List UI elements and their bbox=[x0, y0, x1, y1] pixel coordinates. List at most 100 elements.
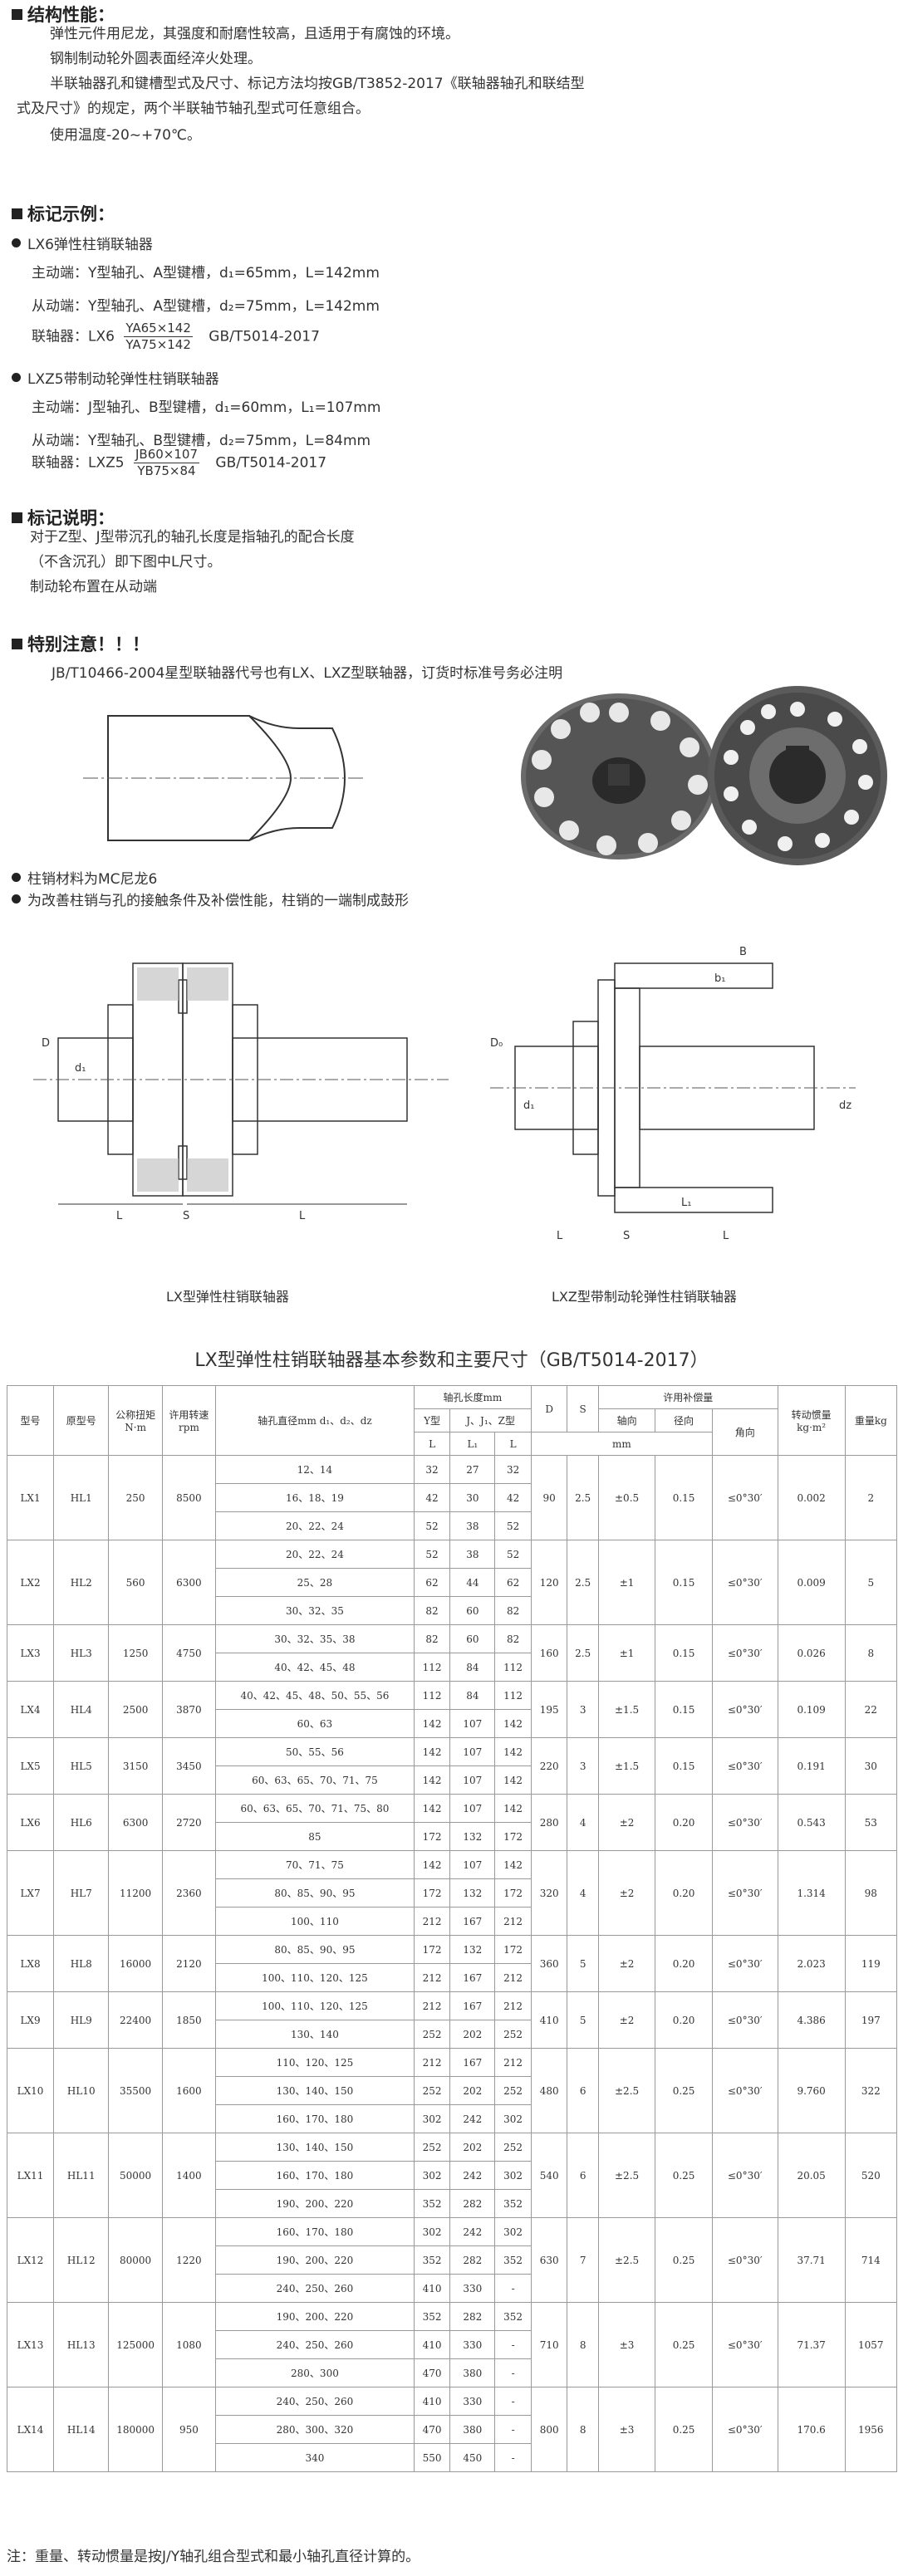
cell-L1: 107 bbox=[449, 1737, 496, 1766]
cell-L-z: 302 bbox=[494, 2161, 532, 2190]
cell-L: 82 bbox=[413, 1624, 451, 1653]
cell-inertia: 0.002 bbox=[777, 1455, 846, 1540]
cell-axial: ±3 bbox=[597, 2302, 656, 2387]
cell-L-z: 252 bbox=[494, 2076, 532, 2105]
attention-text: JB/T10466-2004星型联轴器代号也有LX、LXZ型联轴器，订货时标准号… bbox=[52, 665, 563, 682]
lxz-coupling-photo bbox=[708, 686, 887, 865]
cell-model: LX14 bbox=[6, 2387, 55, 2472]
cell-old-model: HL6 bbox=[53, 1794, 110, 1851]
cell-L: 352 bbox=[413, 2189, 451, 2218]
cell-model: LX1 bbox=[6, 1455, 55, 1540]
example-bullet-lxz5: LXZ5带制动轮弹性柱销联轴器 bbox=[12, 367, 219, 388]
cell-speed: 2720 bbox=[161, 1794, 217, 1851]
cell-inertia: 170.6 bbox=[777, 2387, 846, 2472]
cell-L: 212 bbox=[413, 1907, 451, 1936]
cell-L1: 107 bbox=[449, 1850, 496, 1879]
cell-L1: 38 bbox=[449, 1540, 496, 1569]
cell-model: LX12 bbox=[6, 2217, 55, 2303]
drawing-label-L-right: L bbox=[299, 1210, 306, 1222]
cell-L-z: 112 bbox=[494, 1653, 532, 1682]
cell-speed: 950 bbox=[161, 2387, 217, 2472]
cell-model: LX6 bbox=[6, 1794, 55, 1851]
th-jjz-type: J、J₁、Z型 bbox=[449, 1408, 532, 1432]
cell-angle: ≤0°30′ bbox=[711, 1850, 778, 1936]
marking-notes-text: 对于Z型、J型带沉孔的轴孔长度是指轴孔的配合长度 （不含沉孔）即下图中L尺寸。 … bbox=[30, 529, 355, 595]
drawing-label-D: D bbox=[42, 1037, 50, 1050]
cell-L: 82 bbox=[413, 1596, 451, 1625]
cell-L: 252 bbox=[413, 2076, 451, 2105]
cell-L-z: 82 bbox=[494, 1624, 532, 1653]
cell-L1: 450 bbox=[449, 2443, 496, 2472]
th-allow: 许用补偿量 bbox=[597, 1385, 778, 1409]
cell-S: 8 bbox=[567, 2387, 599, 2472]
cell-diameter: 160、170、180 bbox=[215, 2104, 415, 2133]
cell-L-z: 212 bbox=[494, 2048, 532, 2077]
cell-D: 220 bbox=[530, 1737, 568, 1795]
cell-L-z: 52 bbox=[494, 1511, 532, 1540]
cell-angle: ≤0°30′ bbox=[711, 1794, 778, 1851]
cell-weight: 53 bbox=[844, 1794, 898, 1851]
cell-radial: 0.25 bbox=[655, 2387, 713, 2472]
fraction: JB60×107 YB75×84 bbox=[134, 447, 199, 478]
cell-L: 410 bbox=[413, 2274, 451, 2303]
cell-axial: ±1 bbox=[597, 1624, 656, 1682]
example-lxz5-coupling: 联轴器：LXZ5 JB60×107 YB75×84 GB/T5014-2017 bbox=[32, 447, 327, 478]
drawing-label-dz: dz bbox=[839, 1099, 851, 1112]
cell-L-z: 302 bbox=[494, 2104, 532, 2133]
cell-weight: 1057 bbox=[844, 2302, 898, 2387]
cell-diameter: 240、250、260 bbox=[215, 2330, 415, 2359]
cell-L1: 242 bbox=[449, 2217, 496, 2246]
cell-L: 142 bbox=[413, 1794, 451, 1823]
example-lx6-driver: 主动端：Y型轴孔、A型键槽，d₁=65mm，L=142mm bbox=[32, 265, 380, 282]
cell-L: 112 bbox=[413, 1681, 451, 1710]
lx-coupling-photo bbox=[521, 693, 717, 859]
th-diameter: 轴孔直径mm d₁、d₂、dz bbox=[215, 1385, 415, 1456]
cell-diameter: 40、42、45、48 bbox=[215, 1653, 415, 1682]
cell-L: 142 bbox=[413, 1765, 451, 1795]
cell-L1: 107 bbox=[449, 1765, 496, 1795]
cell-L-z: 142 bbox=[494, 1794, 532, 1823]
cell-axial: ±2.5 bbox=[597, 2133, 656, 2218]
cell-L: 172 bbox=[413, 1878, 451, 1908]
section-attention-title: 特别注意！！！ bbox=[12, 631, 150, 656]
cell-L-z: 352 bbox=[494, 2245, 532, 2275]
cell-L: 172 bbox=[413, 1822, 451, 1851]
cell-diameter: 12、14 bbox=[215, 1455, 415, 1484]
cell-L: 112 bbox=[413, 1653, 451, 1682]
section-marking-notes-title: 标记说明： bbox=[12, 505, 115, 530]
th-weight: 重量kg bbox=[844, 1385, 898, 1456]
cell-D: 120 bbox=[530, 1540, 568, 1625]
th-y-type: Y型 bbox=[413, 1408, 451, 1432]
cell-weight: 2 bbox=[844, 1455, 898, 1540]
drawing-label-b1: b₁ bbox=[714, 972, 725, 985]
cell-axial: ±3 bbox=[597, 2387, 656, 2472]
cell-speed: 8500 bbox=[161, 1455, 217, 1540]
drawing-label-L1: L₁ bbox=[681, 1197, 691, 1209]
section-structure-title: 结构性能： bbox=[12, 2, 115, 27]
cell-L-z: - bbox=[494, 2330, 532, 2359]
lxz-coupling-drawing: B b₁ D₀ d₁ dz L₁ L S L bbox=[490, 947, 856, 1242]
cell-old-model: HL7 bbox=[53, 1850, 110, 1936]
cell-L: 352 bbox=[413, 2245, 451, 2275]
cell-diameter: 30、32、35 bbox=[215, 1596, 415, 1625]
cell-radial: 0.25 bbox=[655, 2217, 713, 2303]
cell-speed: 1850 bbox=[161, 1991, 217, 2049]
cell-speed: 3870 bbox=[161, 1681, 217, 1738]
cell-axial: ±1.5 bbox=[597, 1681, 656, 1738]
cell-torque: 180000 bbox=[108, 2387, 163, 2472]
cell-L1: 380 bbox=[449, 2358, 496, 2387]
cell-L: 212 bbox=[413, 1963, 451, 1992]
cell-axial: ±2.5 bbox=[597, 2217, 656, 2303]
cell-L-z: - bbox=[494, 2443, 532, 2472]
cell-L1: 60 bbox=[449, 1624, 496, 1653]
cell-old-model: HL1 bbox=[53, 1455, 110, 1540]
cell-L-z: 352 bbox=[494, 2189, 532, 2218]
spec-table: 型号 原型号 公称扭矩N·m 许用转速rpm 轴孔直径mm d₁、d₂、dz 轴… bbox=[6, 1385, 898, 2472]
cell-L-z: 172 bbox=[494, 1935, 532, 1964]
cell-torque: 22400 bbox=[108, 1991, 163, 2049]
cell-L-z: 302 bbox=[494, 2217, 532, 2246]
cell-diameter: 130、140、150 bbox=[215, 2133, 415, 2162]
